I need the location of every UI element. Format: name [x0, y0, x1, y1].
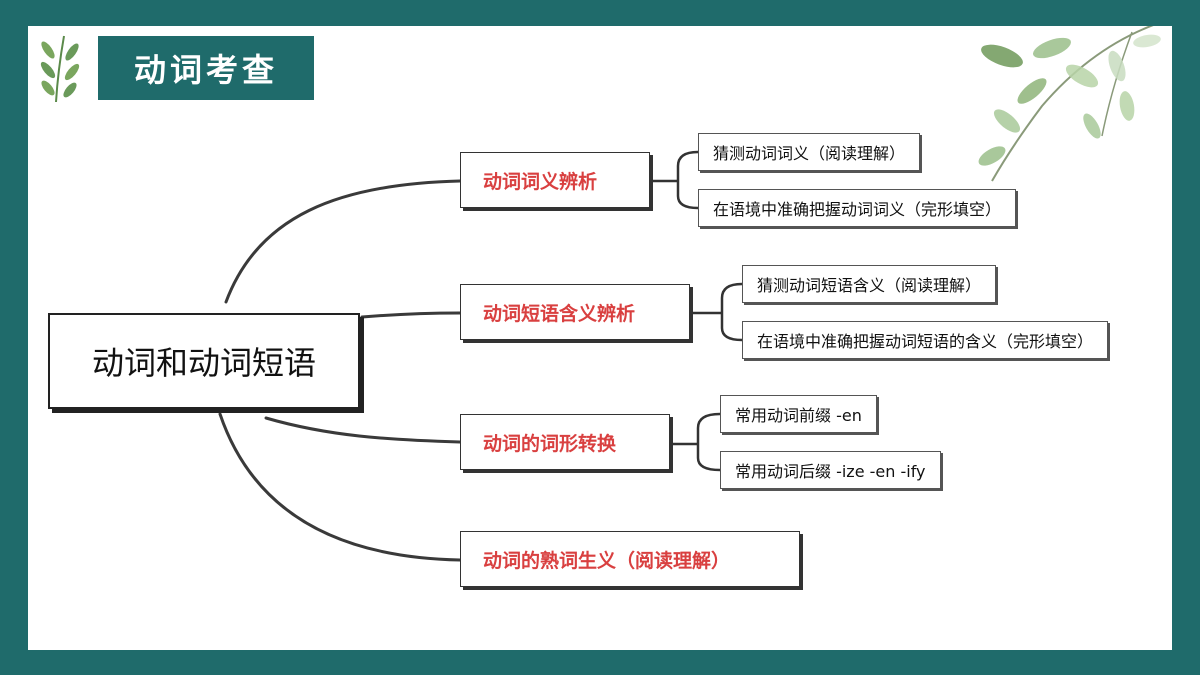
branch-node-phrase-meaning: 动词短语含义辨析: [460, 284, 690, 340]
leaf-branch-icon: [932, 26, 1172, 200]
mindmap-connectors: [218, 150, 743, 562]
leaf-node: 猜测动词短语含义（阅读理解）: [742, 265, 997, 303]
connector-branch-1: [224, 179, 462, 304]
leaf-node: 在语境中准确把握动词词义（完形填空）: [698, 189, 1017, 227]
leaf-node: 常用动词前缀 -en: [720, 395, 877, 433]
connector-leaves-2: [690, 282, 743, 342]
leaf-node: 猜测动词词义（阅读理解）: [698, 133, 921, 171]
branch-node-word-form: 动词的词形转换: [460, 414, 670, 470]
leaf-sprig-icon: [34, 30, 84, 110]
branch-node-familiar-word: 动词的熟词生义（阅读理解）: [460, 531, 800, 587]
central-node: 动词和动词短语: [48, 313, 360, 409]
connector-branch-4: [218, 412, 462, 562]
connector-branch-3: [264, 416, 462, 444]
leaf-node: 在语境中准确把握动词短语的含义（完形填空）: [742, 321, 1109, 359]
slide: 动词考查 动词和动词短语 动词词义辨析 猜测动词词义（阅读理解） 在语境中准确把: [28, 26, 1172, 650]
page-title: 动词考查: [98, 36, 314, 100]
leaf-node: 常用动词后缀 -ize -en -ify: [720, 451, 941, 489]
connector-leaves-3: [670, 412, 721, 472]
connector-leaves-1: [650, 150, 699, 210]
connector-branch-2: [360, 311, 462, 319]
branch-node-verb-meaning: 动词词义辨析: [460, 152, 650, 208]
